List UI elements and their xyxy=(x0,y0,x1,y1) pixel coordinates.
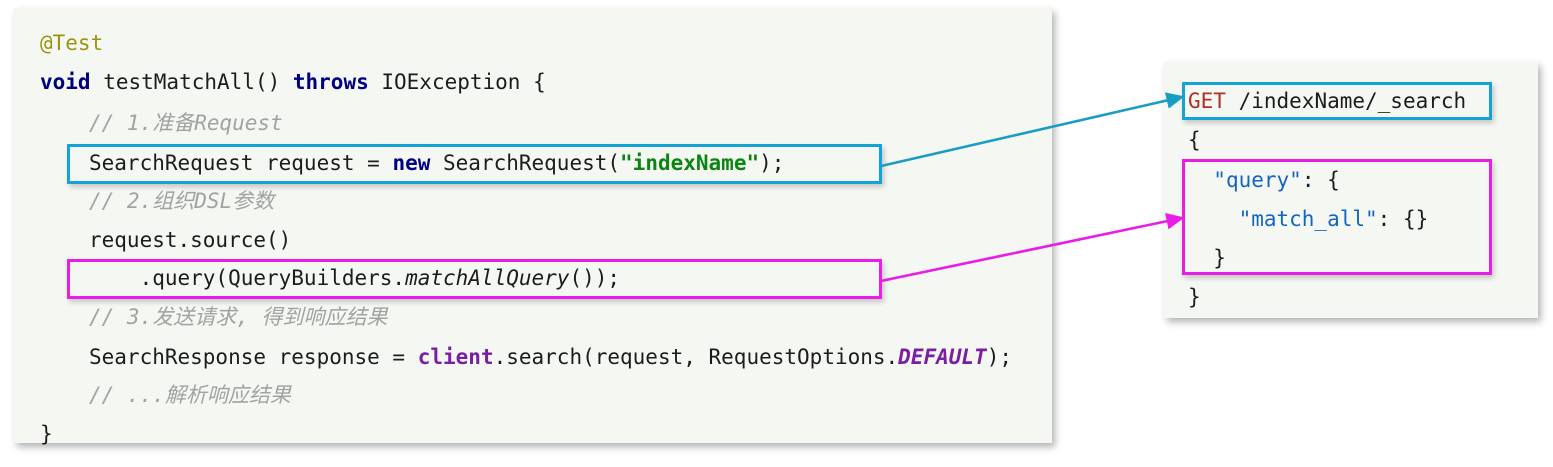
code-token: // ...解析响应结果 xyxy=(89,383,291,407)
dsl-line-query: "query": { xyxy=(1188,167,1340,193)
code-token: matchAllQuery xyxy=(405,266,570,290)
endpoint-path-token: /indexName/_search xyxy=(1225,89,1467,113)
code-token: .search(request, RequestOptions. xyxy=(493,345,899,369)
code-token: SearchRequest( xyxy=(430,151,621,175)
highlight-box-query-object xyxy=(1182,159,1492,275)
code-token: // 2.组织DSL参数 xyxy=(89,189,275,213)
code-token: ()); xyxy=(569,266,621,290)
dsl-token: : { xyxy=(1301,168,1340,192)
json-key-token: "query" xyxy=(1213,168,1302,192)
code-token: client xyxy=(417,345,494,369)
code-token: request.source() xyxy=(89,228,292,252)
code-token: void xyxy=(40,70,91,94)
highlight-box-endpoint xyxy=(1182,82,1492,120)
code-line-5: request.source() xyxy=(89,227,291,253)
code-token: @Test xyxy=(40,31,104,55)
code-token: SearchRequest request = xyxy=(89,151,393,175)
code-line-0: @Test xyxy=(40,30,103,56)
code-token: .query(QueryBuilders. xyxy=(89,266,406,290)
dsl-request-panel: GET /indexName/_search { "query": { "mat… xyxy=(1164,62,1538,318)
dsl-token: } xyxy=(1188,285,1201,309)
code-comment-2: // 2.组织DSL参数 xyxy=(89,188,274,214)
code-comment-3: // 3.发送请求, 得到响应结果 xyxy=(89,304,388,330)
code-line-1: void testMatchAll() throws IOException { xyxy=(40,69,546,95)
highlight-box-search-request xyxy=(67,144,882,184)
code-token: ); xyxy=(986,345,1012,369)
java-code-panel: @Test void testMatchAll() throws IOExcep… xyxy=(14,8,1052,446)
code-token: // 1.准备Request xyxy=(89,111,283,135)
code-token: // 3.发送请求, 得到响应结果 xyxy=(89,305,388,329)
code-line-3: SearchRequest request = new SearchReques… xyxy=(89,150,784,176)
dsl-token: { xyxy=(1188,128,1201,152)
dsl-line-close-query: } xyxy=(1188,245,1226,271)
code-token: "indexName" xyxy=(620,151,760,175)
code-line-6: .query(QueryBuilders.matchAllQuery()); xyxy=(89,265,620,291)
dsl-token xyxy=(1188,168,1213,192)
json-key-token: "match_all" xyxy=(1238,207,1378,231)
code-token: ); xyxy=(759,151,785,175)
dsl-line-open-brace: { xyxy=(1188,127,1201,153)
code-token: testMatchAll() xyxy=(90,70,293,94)
code-token: IOException { xyxy=(368,70,546,94)
code-comment-1: // 1.准备Request xyxy=(89,110,283,136)
dsl-line-match-all: "match_all": {} xyxy=(1188,206,1429,232)
code-token: new xyxy=(392,151,431,175)
code-line-8: SearchResponse response = client.search(… xyxy=(89,344,1012,370)
code-comment-4: // ...解析响应结果 xyxy=(89,382,291,408)
code-token: } xyxy=(40,422,53,446)
dsl-line-endpoint: GET /indexName/_search xyxy=(1188,88,1466,114)
code-token: SearchResponse response = xyxy=(89,345,418,369)
code-line-10: } xyxy=(40,421,53,447)
dsl-token xyxy=(1188,207,1239,231)
dsl-token: : {} xyxy=(1377,207,1429,231)
code-token: throws xyxy=(292,70,369,94)
code-token: DEFAULT xyxy=(898,345,987,369)
dsl-token: } xyxy=(1188,246,1226,270)
dsl-line-close-brace: } xyxy=(1188,284,1201,310)
http-method-token: GET xyxy=(1188,89,1226,113)
highlight-box-query xyxy=(67,259,882,299)
